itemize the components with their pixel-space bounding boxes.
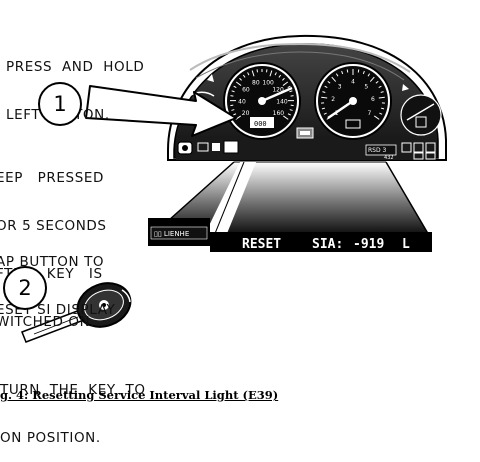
speedometer-numeral: 100: [262, 79, 274, 86]
turn-key-line: ON POSITION.: [0, 430, 146, 446]
display-sia-label: SIA:: [312, 237, 343, 252]
speedometer-numeral: 140: [276, 98, 288, 105]
tachometer-numeral: 5: [364, 84, 368, 91]
step-two-circle: 2: [3, 266, 47, 310]
service-interval-display: RESET SIA: -919 L: [210, 232, 432, 252]
display-unit: L: [402, 237, 410, 252]
speedometer-numeral: 80: [252, 79, 260, 86]
odometer-text: ▯▯ LIENHE: [154, 230, 189, 238]
speedometer-numeral: 60: [242, 87, 250, 94]
tachometer-numeral: 7: [367, 110, 371, 117]
tachometer-tick: [347, 70, 348, 73]
svg-text:000: 000: [254, 120, 267, 128]
tachometer-tick: [322, 108, 325, 109]
press-hold-line: PRESS AND HOLD: [6, 59, 144, 75]
tachometer-tick: [379, 97, 385, 98]
warning-lamps-center: [297, 128, 313, 138]
figure-caption: g. 4: Resetting Service Interval Light (…: [0, 388, 278, 402]
speedometer-numeral: 40: [238, 98, 246, 105]
tachometer-numeral: 2: [331, 96, 335, 103]
tachometer-numeral: 4: [351, 79, 355, 86]
tachometer-tick: [381, 108, 384, 109]
service-label: RSD 3: [368, 147, 387, 154]
speedometer-numeral: 160: [273, 110, 285, 117]
tachometer-tick: [321, 97, 327, 98]
tachometer-gauge: 1234567: [315, 63, 391, 139]
service-code: 432: [384, 155, 394, 161]
display-sia-value: -919: [353, 237, 384, 252]
odometer-pod: ▯▯ LIENHE: [148, 218, 210, 246]
reset-button: [178, 142, 192, 154]
speedometer-tick: [230, 96, 233, 97]
display-reset-text: RESET: [242, 237, 281, 252]
speedometer-tick: [291, 96, 294, 97]
press-hold-instruction: PRESS AND HOLD LEFT BUTTON.: [6, 27, 144, 139]
tachometer-tick: [358, 70, 359, 73]
keep-pressed-line: EEP PRESSED: [0, 170, 107, 186]
tachometer-numeral: 6: [371, 96, 375, 103]
cluster-housing: [168, 36, 446, 160]
turn-key-instruction: TURN THE KEY TO ON POSITION.: [0, 350, 146, 462]
speedometer-numeral: 20: [242, 110, 250, 117]
tachometer-numeral: 3: [338, 84, 342, 91]
step-one-circle: 1: [38, 82, 82, 126]
